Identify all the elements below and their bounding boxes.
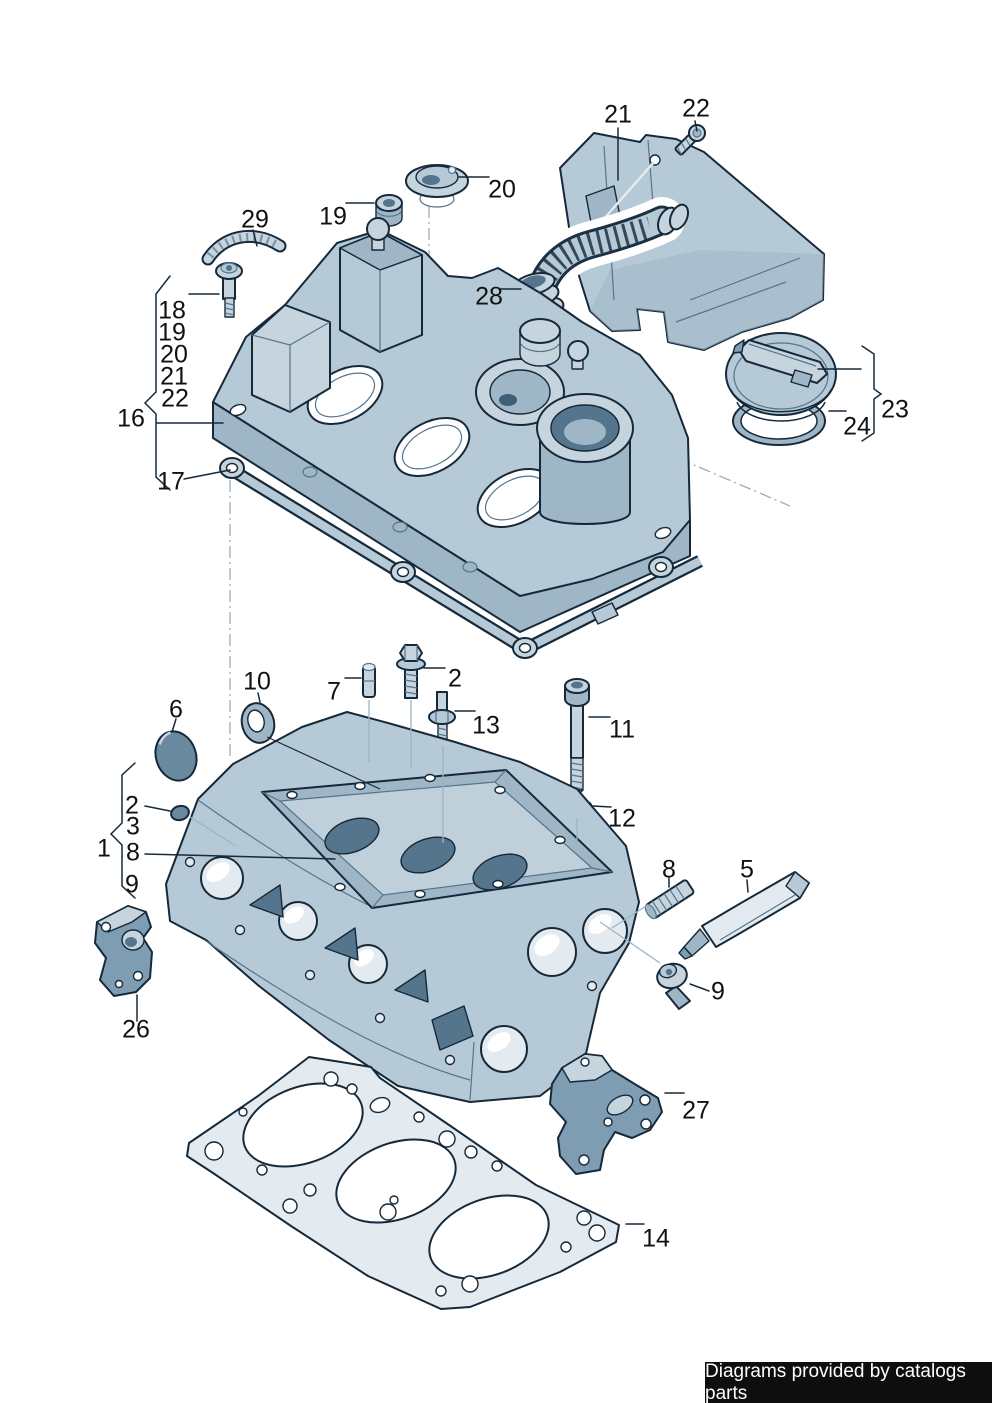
callout-17-cover-gasket: 17	[157, 467, 185, 496]
cover-bolt-18	[215, 262, 243, 318]
callout-5-sealant: 5	[740, 855, 754, 884]
footer-credit-text: Diagrams provided by catalogs parts	[705, 1360, 966, 1403]
end-face-bores	[480, 908, 628, 1073]
plug-6	[154, 730, 198, 782]
callout-list-19: 19	[158, 318, 186, 347]
stud-13	[428, 691, 456, 745]
callout-leaders	[109, 120, 749, 1225]
callout-8-stud: 8	[662, 855, 676, 884]
callout-29-hose: 29	[241, 205, 269, 234]
callout-3-item: 3	[126, 812, 140, 841]
callout-8-item: 8	[126, 838, 140, 867]
deck-bolt-holes	[286, 773, 566, 899]
front-small-holes	[184, 856, 598, 1066]
callout-26-bracket: 26	[122, 1015, 150, 1044]
callout-21-heat-shield: 21	[604, 100, 632, 129]
callout-2-small-plug: 2	[125, 791, 139, 820]
callout-9-screw: 9	[711, 977, 725, 1006]
callout-22-shield-screw: 22	[682, 94, 710, 123]
callout-16-group: 16	[117, 404, 145, 433]
callout-11-head-bolt: 11	[609, 715, 635, 744]
gasket-grommets	[219, 457, 674, 659]
stud-8	[644, 879, 695, 920]
small-plug-2	[170, 804, 190, 822]
callout-13-stud: 13	[472, 711, 500, 740]
cylinder-head	[165, 711, 640, 1103]
camshaft-seal-10	[240, 702, 276, 744]
front-webs	[249, 884, 429, 1003]
head-gasket	[186, 1056, 620, 1310]
shield-screw	[674, 124, 706, 156]
vent-hose	[201, 229, 287, 266]
lifting-bracket-26	[94, 905, 153, 997]
screw-9	[656, 962, 691, 1010]
bolt-2	[396, 644, 426, 699]
callout-list-21: 21	[160, 362, 188, 391]
callout-1-head-assembly: 1	[97, 834, 111, 863]
dowel-pin-7	[362, 662, 376, 698]
callout-list-18: 18	[158, 296, 186, 325]
sealant-tube	[678, 871, 810, 960]
callout-12-washer: 12	[608, 804, 636, 833]
cover-gasket	[219, 457, 703, 659]
callout-24-cap-seal: 24	[843, 412, 871, 441]
callout-28-breather: 28	[475, 282, 503, 311]
oil-filler-cap-assembly	[725, 332, 883, 446]
callout-10-cam-seal: 10	[243, 667, 271, 696]
valve-cover	[212, 217, 691, 633]
callout-9-item: 9	[125, 870, 139, 899]
callout-7-dowel: 7	[327, 677, 341, 706]
callout-list-22: 22	[161, 384, 189, 413]
gasket-holes	[204, 1071, 606, 1297]
callout-2-bolt: 2	[448, 664, 462, 693]
callout-23-cap-group: 23	[881, 395, 909, 424]
callout-list-20: 20	[160, 340, 188, 369]
intake-ports	[200, 856, 474, 1051]
support-bracket-27	[549, 1053, 663, 1175]
callout-6-plug: 6	[169, 695, 183, 724]
cylinder-head-bolt-11	[564, 678, 590, 797]
oil-cap	[725, 332, 837, 422]
callout-27-bracket: 27	[682, 1096, 710, 1125]
callout-19-grommet: 19	[319, 202, 347, 231]
callout-14-head-gasket: 14	[642, 1224, 670, 1253]
filler-piece-20	[405, 164, 469, 208]
footer-credit-bar: Diagrams provided by catalogs parts	[705, 1360, 992, 1403]
callout-20-filler-piece: 20	[488, 175, 516, 204]
